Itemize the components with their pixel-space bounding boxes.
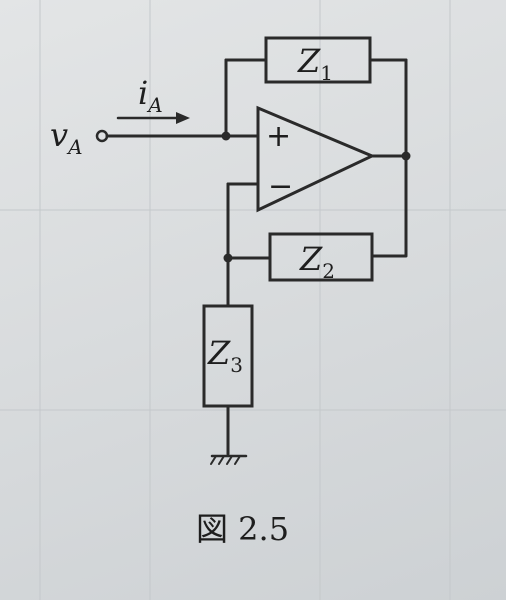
opamp-minus-sign: − [268,169,293,204]
input-voltage-label: vA [50,116,83,159]
current-arrow-head [176,112,190,124]
ground-symbol [210,454,248,465]
z1-label: Z1 [297,42,333,85]
opamp-triangle [256,105,376,213]
output-node [401,151,411,161]
opamp-plus-sign: + [266,119,291,154]
figure-caption: 図 2.5 [196,510,289,548]
z3-label: Z3 [207,334,243,377]
input-current-label: iA [138,74,163,117]
z2-label: Z2 [299,240,335,283]
plus-input-node [221,131,231,141]
